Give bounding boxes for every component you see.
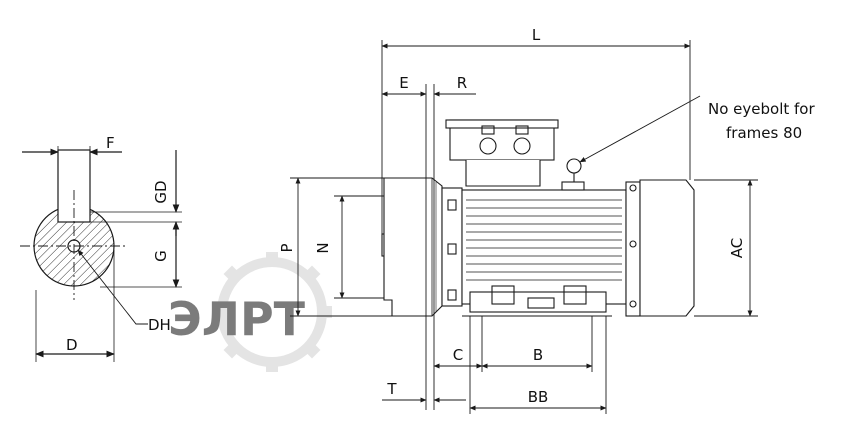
- dim-label-b: B: [533, 346, 543, 364]
- dim-label-c: C: [453, 346, 463, 364]
- motor-foot: [469, 291, 607, 313]
- dim-label-bb: BB: [528, 388, 549, 406]
- dim-label-r: R: [457, 74, 467, 92]
- dim-label-p: P: [278, 243, 296, 252]
- dim-label-e: E: [399, 74, 408, 92]
- dim-label-t: T: [386, 380, 397, 398]
- eyebolt-icon: [566, 158, 582, 174]
- mounting-flange: [383, 177, 443, 317]
- fan-cover: [639, 179, 695, 317]
- eyebolt-note-line1: No eyebolt for: [708, 100, 815, 118]
- dimension-lines: [290, 40, 758, 414]
- stator-body: [461, 189, 627, 305]
- motor-side-view: [381, 119, 695, 317]
- watermark-text: ЭЛРТ: [168, 292, 306, 346]
- dim-label-d: D: [66, 336, 78, 354]
- watermark-logo: ЭЛРТ: [168, 252, 332, 372]
- shaft-end-view: [20, 146, 182, 362]
- dim-label-gd: GD: [152, 180, 170, 203]
- dim-label-ac: AC: [728, 238, 746, 258]
- dim-label-f: F: [106, 134, 115, 152]
- dim-label-dh: DH: [148, 316, 171, 334]
- dim-label-n: N: [314, 242, 332, 253]
- eyebolt-note-line2: frames 80: [726, 124, 802, 142]
- dim-label-g: G: [152, 250, 170, 262]
- dim-label-l: L: [532, 26, 541, 44]
- watermark-gear-icon: [212, 252, 332, 372]
